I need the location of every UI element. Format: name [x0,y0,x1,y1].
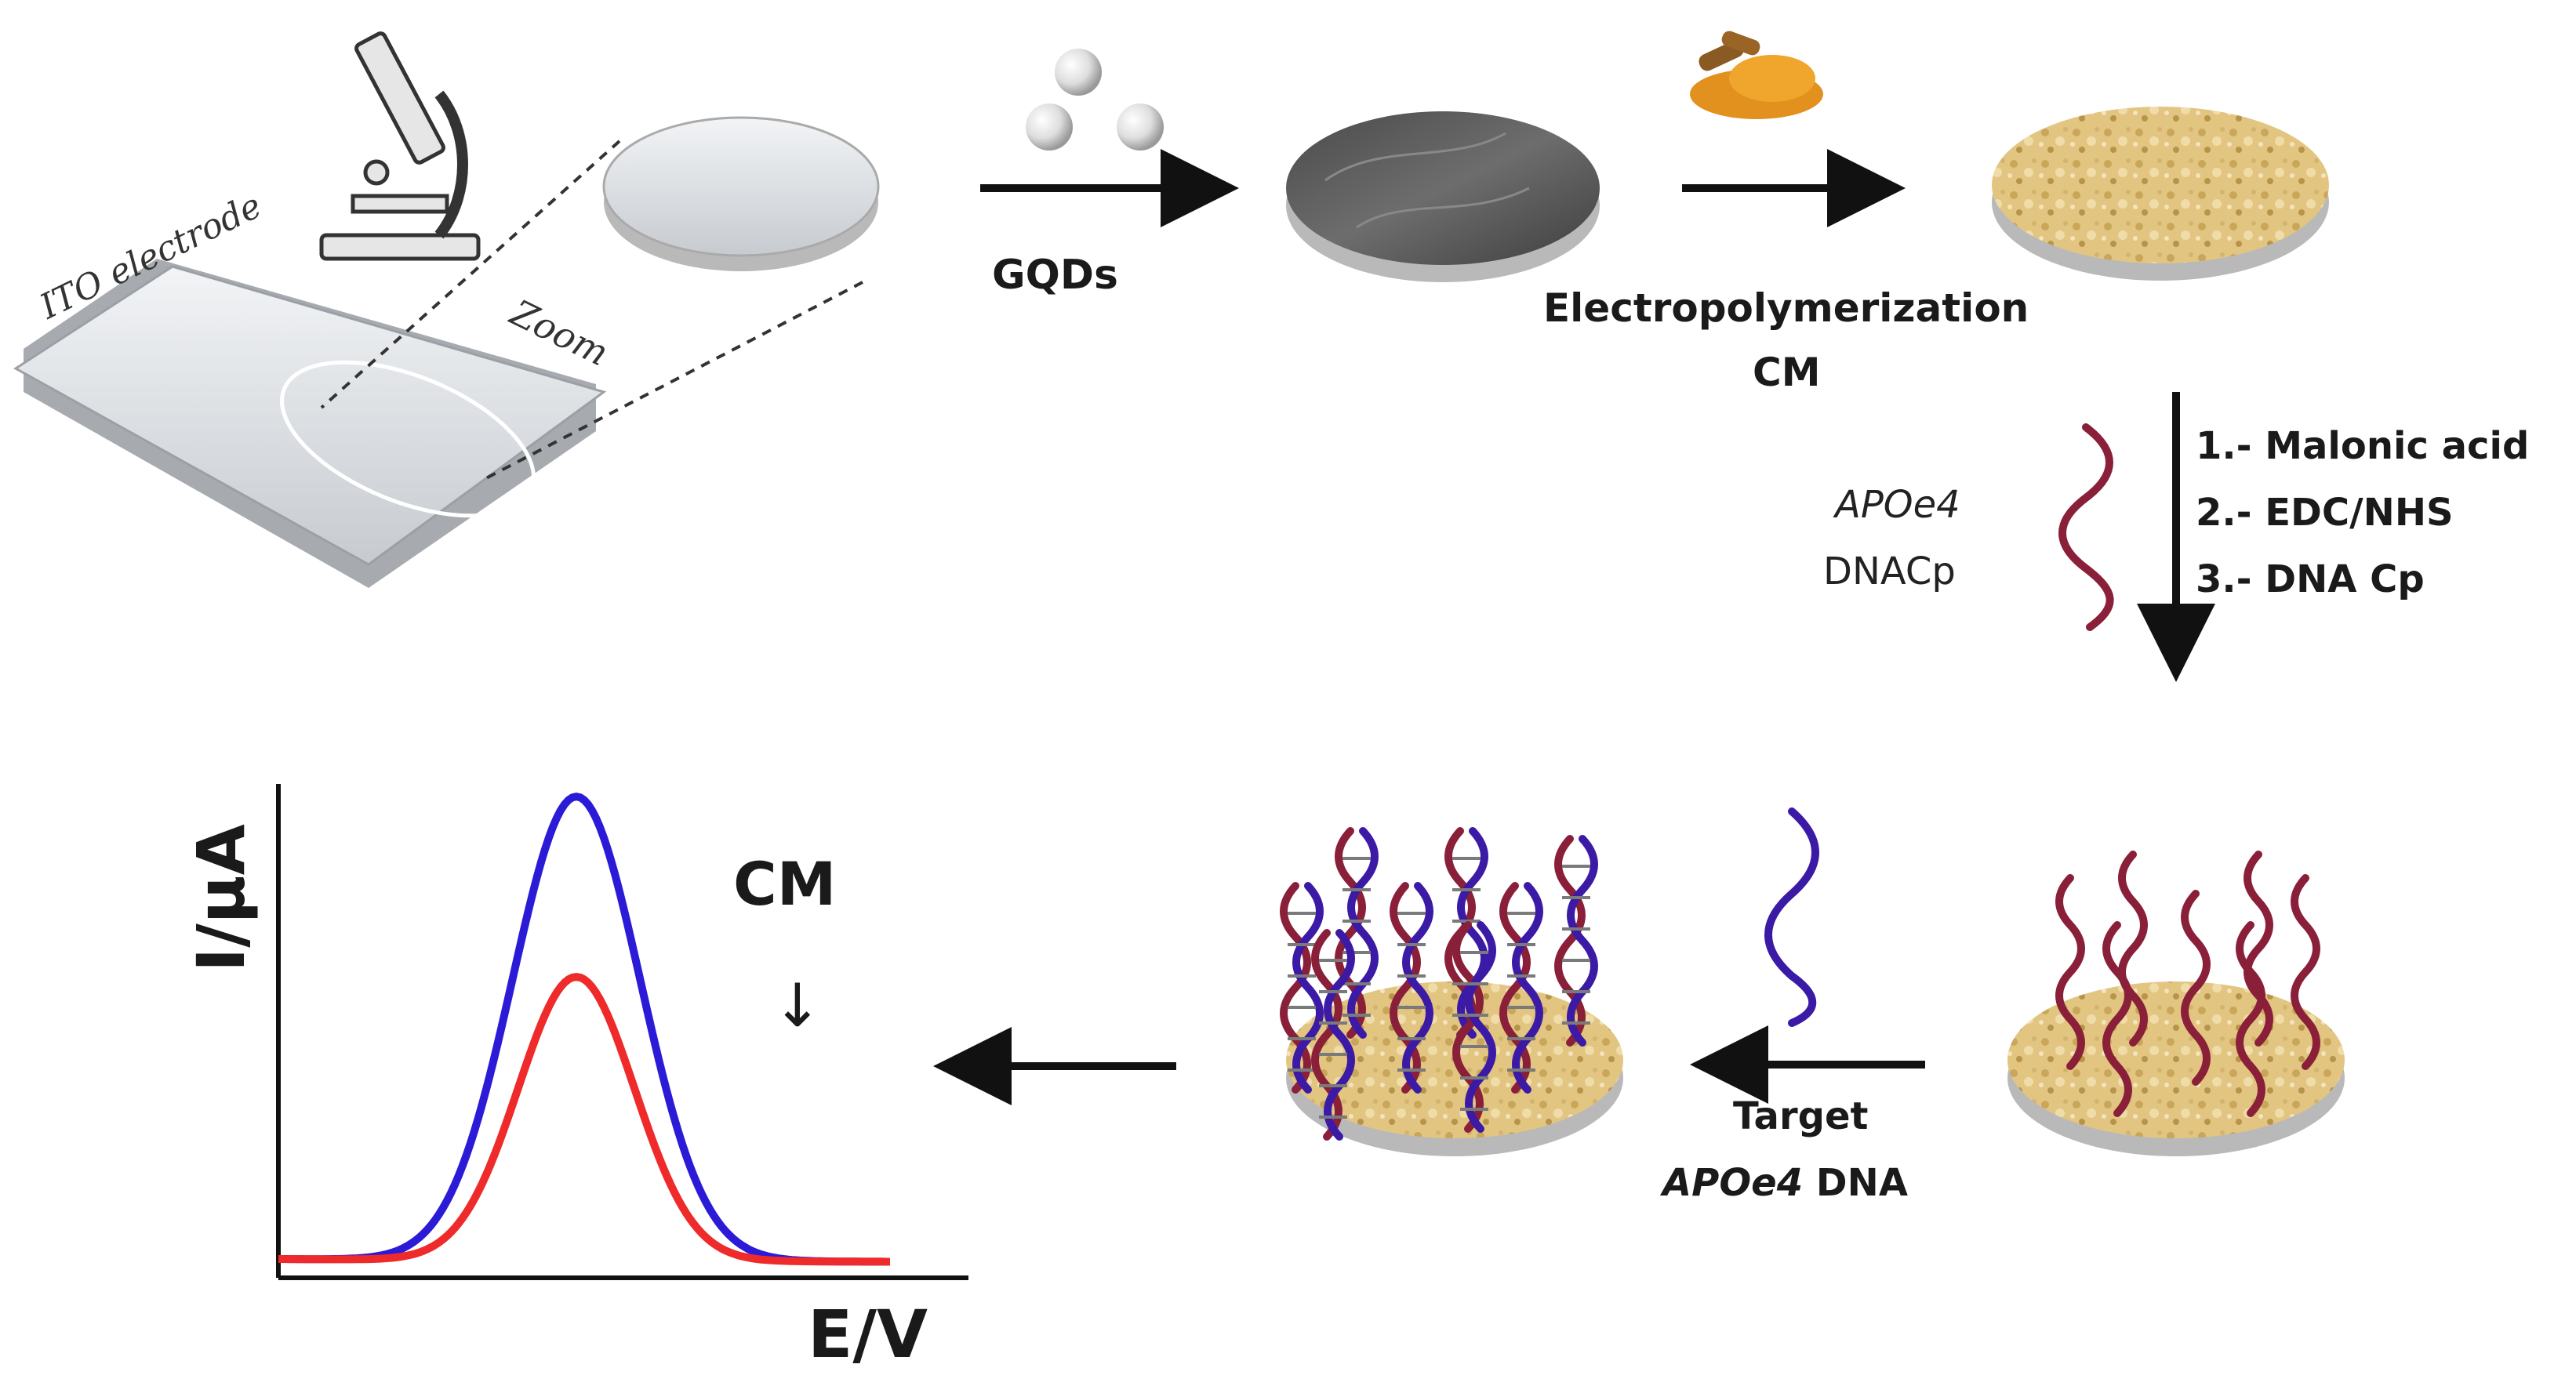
duplex-probe-strand [1335,827,1366,1039]
duplex-probe-strand [1554,835,1586,1047]
dna-duplex [1335,827,1379,1039]
duplex-target-strand [1465,921,1496,1133]
dna-duplex [1452,921,1496,1133]
duplex-target-strand [1457,827,1488,1039]
curcumin-powder-icon [1690,31,1823,119]
duplex-target-strand [1567,835,1598,1047]
target-label: Target [1733,1094,1869,1138]
duplex-probe-strand [1311,929,1342,1141]
protocol-step-1: 1.- Malonic acid [2196,424,2530,468]
dna-duplex [1554,835,1598,1047]
bare-electrode-disk [602,116,880,271]
x-axis-label: E/V [808,1296,928,1373]
cm-step-label: CM [1753,350,1821,395]
electropolymerization-label: Electropolymerization [1543,285,2029,331]
immobilized-probes [2055,851,2320,1117]
gqd-modified-disk [1286,111,1600,282]
probe-strand [2102,921,2132,1117]
dna-duplex [1390,882,1433,1094]
dna-duplexes [1280,827,1598,1141]
probe-strand [2291,874,2320,1070]
target-strand-icon [1764,807,1819,1027]
target-name: APOe4 [1662,1161,1804,1205]
duplex-target-strand [1347,827,1379,1039]
duplex-probe-strand [1280,882,1311,1094]
zoom-lines [320,140,863,480]
microscope-icon [319,31,481,261]
cm-annotation-arrow: ↓ [772,971,823,1040]
probe-strand [2244,851,2273,1047]
gqds-label: GQDs [992,252,1119,299]
probe-strand-icon [2058,423,2114,631]
dna-duplex [1499,882,1543,1094]
voltammogram-axes [276,784,968,1280]
duplex-target-strand [1324,929,1355,1141]
probe-name-label: APOe4 [1835,483,1960,527]
duplex-probe-strand [1499,882,1531,1094]
curve-after [278,973,890,1266]
dna-duplex [1311,929,1355,1141]
probe-strand [2236,921,2265,1117]
probe-strand [2118,851,2148,1047]
duplex-target-strand [1292,882,1324,1094]
duplex-probe-strand [1390,882,1421,1094]
duplex-target-strand [1402,882,1433,1094]
target-dna-label: APOe4 DNA [1662,1164,1908,1202]
probe-strand [2055,874,2085,1070]
cm-annotation: CM [733,849,837,919]
cm-film-disk [1992,107,2329,281]
protocol-step-2: 2.- EDC/NHS [2196,491,2454,535]
target-suffix: DNA [1803,1161,1908,1205]
probe-suffix-label: DNACp [1823,550,1956,593]
probe-strand [2181,890,2211,1086]
y-axis-label: I/µA [183,824,260,972]
duplex-target-strand [1512,882,1543,1094]
ito-electrode [13,259,607,588]
gqd-spheres [1026,49,1164,151]
protocol-step-3: 3.- DNA Cp [2196,557,2425,601]
duplex-probe-strand [1452,921,1484,1133]
dna-duplex [1280,882,1324,1094]
